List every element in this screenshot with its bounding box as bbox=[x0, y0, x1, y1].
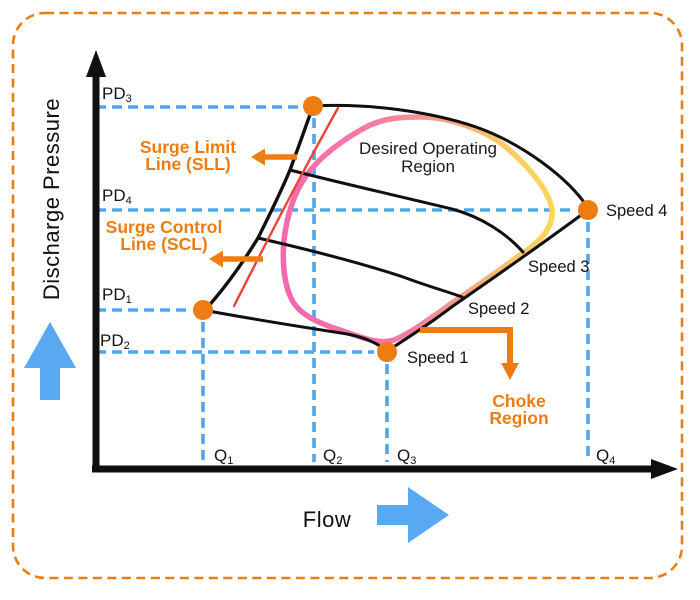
choke-line bbox=[385, 208, 590, 353]
dashed-frame-border bbox=[11, 11, 684, 580]
surge-control-label-line2: Line (SCL) bbox=[120, 234, 208, 254]
x-axis-arrowhead-icon bbox=[651, 459, 678, 479]
pressure-direction-arrow bbox=[24, 322, 76, 400]
speed2-curve bbox=[256, 236, 464, 299]
dashed-frame-border-rect bbox=[11, 11, 684, 580]
desired-operating-region-ring bbox=[280, 114, 555, 345]
direction-arrows bbox=[24, 322, 449, 543]
x-axis-label: Flow bbox=[303, 507, 351, 532]
surge-control-line bbox=[232, 106, 340, 308]
y-axis-label: Discharge Pressure bbox=[39, 98, 64, 300]
choke-region-label-line2: Region bbox=[489, 408, 548, 428]
label-speed-1: Speed 1 bbox=[407, 349, 468, 367]
axes bbox=[86, 50, 678, 479]
q-4-label: Q4 bbox=[596, 446, 615, 467]
label-speed-3: Speed 3 bbox=[528, 258, 589, 276]
q-3-label: Q3 bbox=[397, 446, 416, 467]
label-speed-2: Speed 2 bbox=[468, 300, 529, 318]
flow-direction-arrow bbox=[377, 487, 449, 543]
surge-limit-arrow-icon bbox=[251, 148, 265, 166]
speed4-curve bbox=[311, 103, 590, 210]
label-speed-4: Speed 4 bbox=[606, 202, 667, 220]
y-axis-arrowhead-icon bbox=[86, 50, 106, 77]
q-2-label: Q2 bbox=[323, 446, 342, 467]
pd-4-label: PD4 bbox=[102, 186, 132, 207]
pd-2-label: PD2 bbox=[100, 331, 130, 352]
speed-labels: Speed 4 Speed 3 Speed 2 Speed 1 bbox=[407, 202, 667, 367]
speed1-curve bbox=[201, 308, 389, 353]
surge-control-arrow-icon bbox=[209, 250, 223, 268]
surge-control-label-line1: Surge Control bbox=[106, 217, 223, 237]
surge-limit-label-line2: Line (SLL) bbox=[145, 154, 231, 174]
speed4-point bbox=[578, 200, 598, 220]
surge-limit-label-line1: Surge Limit bbox=[140, 137, 236, 157]
pd-3-label: PD3 bbox=[102, 84, 132, 105]
choke-region-arrow-icon bbox=[501, 363, 519, 380]
q-1-label: Q1 bbox=[214, 446, 233, 467]
desired-operating-region-label-line2: Region bbox=[401, 157, 455, 176]
surge-point-pd3 bbox=[303, 96, 323, 116]
choke-region-label-line1: Choke bbox=[492, 391, 546, 411]
speed1-point bbox=[377, 342, 397, 362]
desired-operating-region-label-line1: Desired Operating bbox=[359, 139, 497, 158]
speed-and-surge-curves bbox=[201, 103, 590, 353]
callout-labels: Surge Limit Line (SLL) Surge Control Lin… bbox=[106, 137, 549, 428]
axis-labels: Discharge Pressure Flow bbox=[39, 98, 351, 532]
desired-operating-region-outline bbox=[280, 114, 555, 345]
surge-point-pd1 bbox=[193, 300, 213, 320]
operating-points bbox=[193, 96, 598, 362]
surge-limit-line bbox=[203, 104, 315, 312]
callout-arrows bbox=[209, 148, 519, 380]
choke-region-arrow-shaft bbox=[420, 327, 513, 364]
pd-1-label: PD1 bbox=[102, 285, 132, 306]
speed3-curve bbox=[288, 168, 525, 254]
